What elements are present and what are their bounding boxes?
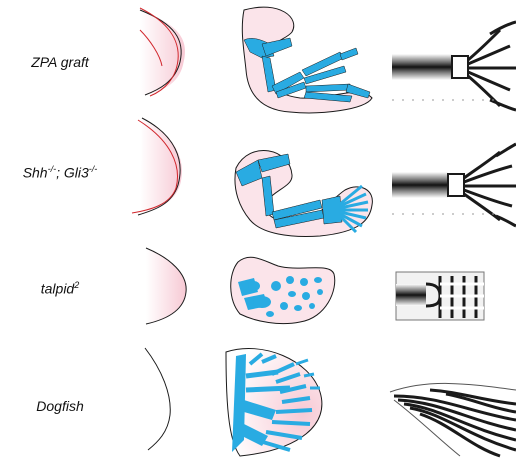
pattern-shh-gli3 (392, 144, 516, 226)
limb-bud-shh-gli3 (132, 118, 182, 215)
skeleton-shh-gli3 (235, 150, 372, 236)
pattern-dogfish (390, 383, 516, 456)
pattern-talpid2 (396, 272, 484, 320)
limb-bud-zpa-graft (140, 8, 185, 96)
skeleton-dogfish (226, 348, 322, 456)
skeleton-talpid2 (231, 257, 335, 323)
limb-bud-dogfish (145, 348, 170, 450)
skeleton-zpa-graft (242, 7, 372, 113)
pattern-zpa-graft (392, 22, 516, 110)
limb-bud-talpid2 (146, 248, 186, 324)
